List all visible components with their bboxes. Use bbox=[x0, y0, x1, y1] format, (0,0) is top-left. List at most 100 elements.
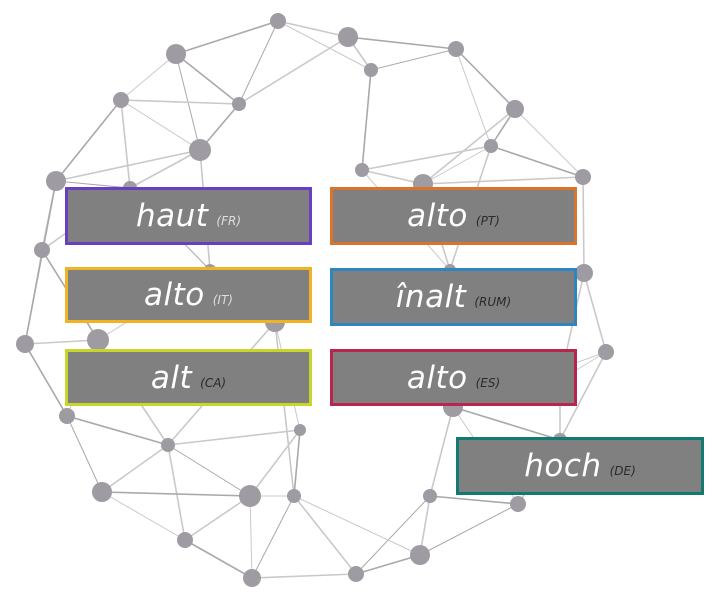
network-node bbox=[232, 97, 246, 111]
network-edge bbox=[167, 444, 251, 497]
network-edge bbox=[24, 339, 99, 345]
network-node bbox=[410, 545, 430, 565]
network-node bbox=[87, 329, 109, 351]
network-edge bbox=[66, 415, 169, 446]
network-edge bbox=[293, 429, 301, 497]
network-node bbox=[177, 532, 193, 548]
network-edge bbox=[175, 53, 240, 105]
network-node bbox=[510, 496, 526, 512]
network-edge bbox=[361, 145, 492, 171]
word: alto bbox=[407, 198, 468, 234]
network-edge bbox=[249, 495, 253, 579]
network-edge bbox=[175, 20, 279, 55]
label-rum: înalt (RUM) bbox=[330, 268, 577, 326]
network-edge bbox=[167, 444, 186, 541]
network-edge bbox=[55, 149, 201, 182]
network-edge bbox=[24, 180, 57, 345]
network-edge bbox=[66, 415, 103, 493]
network-edge bbox=[582, 176, 585, 274]
network-edge bbox=[293, 495, 421, 556]
network-node bbox=[113, 92, 129, 108]
network-edge bbox=[422, 176, 584, 185]
word: alt bbox=[150, 359, 193, 396]
network-edge bbox=[293, 495, 357, 575]
network-edge bbox=[184, 539, 253, 579]
network-edge bbox=[347, 36, 457, 50]
word: haut bbox=[135, 198, 209, 234]
network-edge bbox=[249, 429, 301, 497]
network-edge bbox=[455, 48, 516, 110]
network-node bbox=[364, 63, 378, 77]
network-node bbox=[161, 438, 175, 452]
label-it: alto (IT) bbox=[65, 267, 312, 323]
network-edge bbox=[120, 99, 240, 105]
network-node bbox=[506, 100, 524, 118]
network-edge bbox=[55, 180, 131, 189]
network-edge bbox=[167, 429, 301, 446]
network-edge bbox=[452, 406, 561, 441]
network-edge bbox=[101, 491, 186, 541]
word: hoch bbox=[524, 448, 602, 484]
network-node bbox=[287, 489, 301, 503]
network-edge bbox=[251, 495, 295, 579]
network-edge bbox=[355, 554, 421, 575]
network-edge bbox=[370, 48, 457, 71]
network-node bbox=[423, 489, 437, 503]
network-node bbox=[189, 139, 211, 161]
network-edge bbox=[55, 99, 122, 182]
label-es: alto (ES) bbox=[330, 349, 577, 406]
network-node bbox=[270, 13, 286, 29]
label-de: hoch (DE) bbox=[456, 437, 704, 495]
network-edge bbox=[120, 53, 177, 101]
network-node bbox=[294, 424, 306, 436]
network-node bbox=[243, 569, 261, 587]
network-edge bbox=[559, 351, 607, 441]
network-edge bbox=[490, 145, 584, 178]
network-edge bbox=[101, 444, 169, 493]
language-code: (DE) bbox=[609, 464, 636, 478]
network-node bbox=[34, 242, 50, 258]
language-code: (ES) bbox=[475, 375, 501, 390]
network-edge bbox=[422, 108, 516, 185]
network-edge bbox=[361, 169, 424, 185]
network-edge bbox=[251, 573, 357, 579]
network-node bbox=[575, 264, 593, 282]
network-edge bbox=[361, 69, 372, 171]
network-edge bbox=[24, 343, 68, 417]
network-node bbox=[166, 44, 186, 64]
network-edge bbox=[455, 48, 492, 147]
network-edge bbox=[583, 272, 607, 353]
word: alto bbox=[144, 277, 205, 313]
network-edge bbox=[129, 149, 201, 189]
language-code: (PT) bbox=[475, 214, 500, 228]
network-edge bbox=[429, 495, 519, 505]
network-edge bbox=[277, 20, 349, 38]
network-node bbox=[355, 163, 369, 177]
network-edge bbox=[101, 491, 251, 497]
language-code: (RUM) bbox=[474, 295, 512, 309]
network-edge bbox=[120, 99, 131, 189]
network-node bbox=[239, 485, 261, 507]
word: alto bbox=[406, 359, 468, 396]
network-edge bbox=[184, 495, 251, 541]
network-edge bbox=[422, 145, 492, 185]
network-node bbox=[484, 139, 498, 153]
network-node bbox=[46, 171, 66, 191]
network-edge bbox=[419, 503, 519, 556]
network-node bbox=[448, 41, 464, 57]
word: înalt bbox=[395, 279, 467, 315]
network-node bbox=[59, 408, 75, 424]
network-edge bbox=[355, 495, 431, 575]
network-edge bbox=[277, 20, 372, 71]
label-ca: alt(CA) bbox=[65, 349, 312, 406]
network-edge bbox=[238, 36, 349, 105]
network-node bbox=[16, 335, 34, 353]
network-node bbox=[598, 344, 614, 360]
network-edge bbox=[514, 108, 584, 178]
label-pt: alto (PT) bbox=[330, 187, 577, 245]
label-fr: haut(FR) bbox=[65, 187, 312, 245]
language-code: (IT) bbox=[212, 293, 233, 307]
network-edge bbox=[120, 99, 201, 151]
network-node bbox=[338, 27, 358, 47]
network-edge bbox=[429, 406, 454, 497]
